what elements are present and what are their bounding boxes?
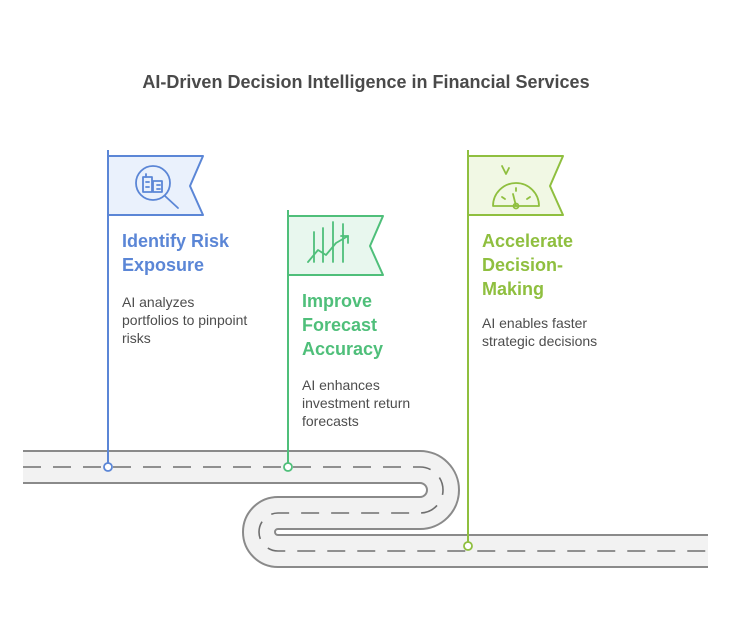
milestone-1-description: AI analyzes portfolios to pinpoint risks (122, 294, 248, 346)
milestone-identify-risk (103, 150, 204, 472)
milestone-marker (103, 462, 113, 472)
speedometer-icon (492, 165, 540, 210)
milestone-accelerate-decisions (463, 150, 564, 551)
road (23, 450, 708, 568)
milestone-marker (283, 462, 293, 472)
flag-banner (287, 215, 384, 276)
milestone-2-description: AI enhances investment return forecasts (302, 377, 411, 429)
milestone-marker (463, 541, 473, 551)
magnifier-document-icon (135, 165, 179, 209)
flag-banner (107, 155, 204, 216)
page-title: AI-Driven Decision Intelligence in Finan… (142, 72, 590, 92)
milestone-improve-forecast (283, 210, 384, 472)
milestone-3-heading: Accelerate Decision- Making (482, 231, 574, 299)
trend-chart-icon (307, 221, 349, 263)
milestone-1-heading: Identify Risk Exposure (122, 231, 230, 275)
milestone-3-description: AI enables faster strategic decisions (482, 315, 598, 349)
milestone-2-heading: Improve Forecast Accuracy (302, 291, 384, 359)
